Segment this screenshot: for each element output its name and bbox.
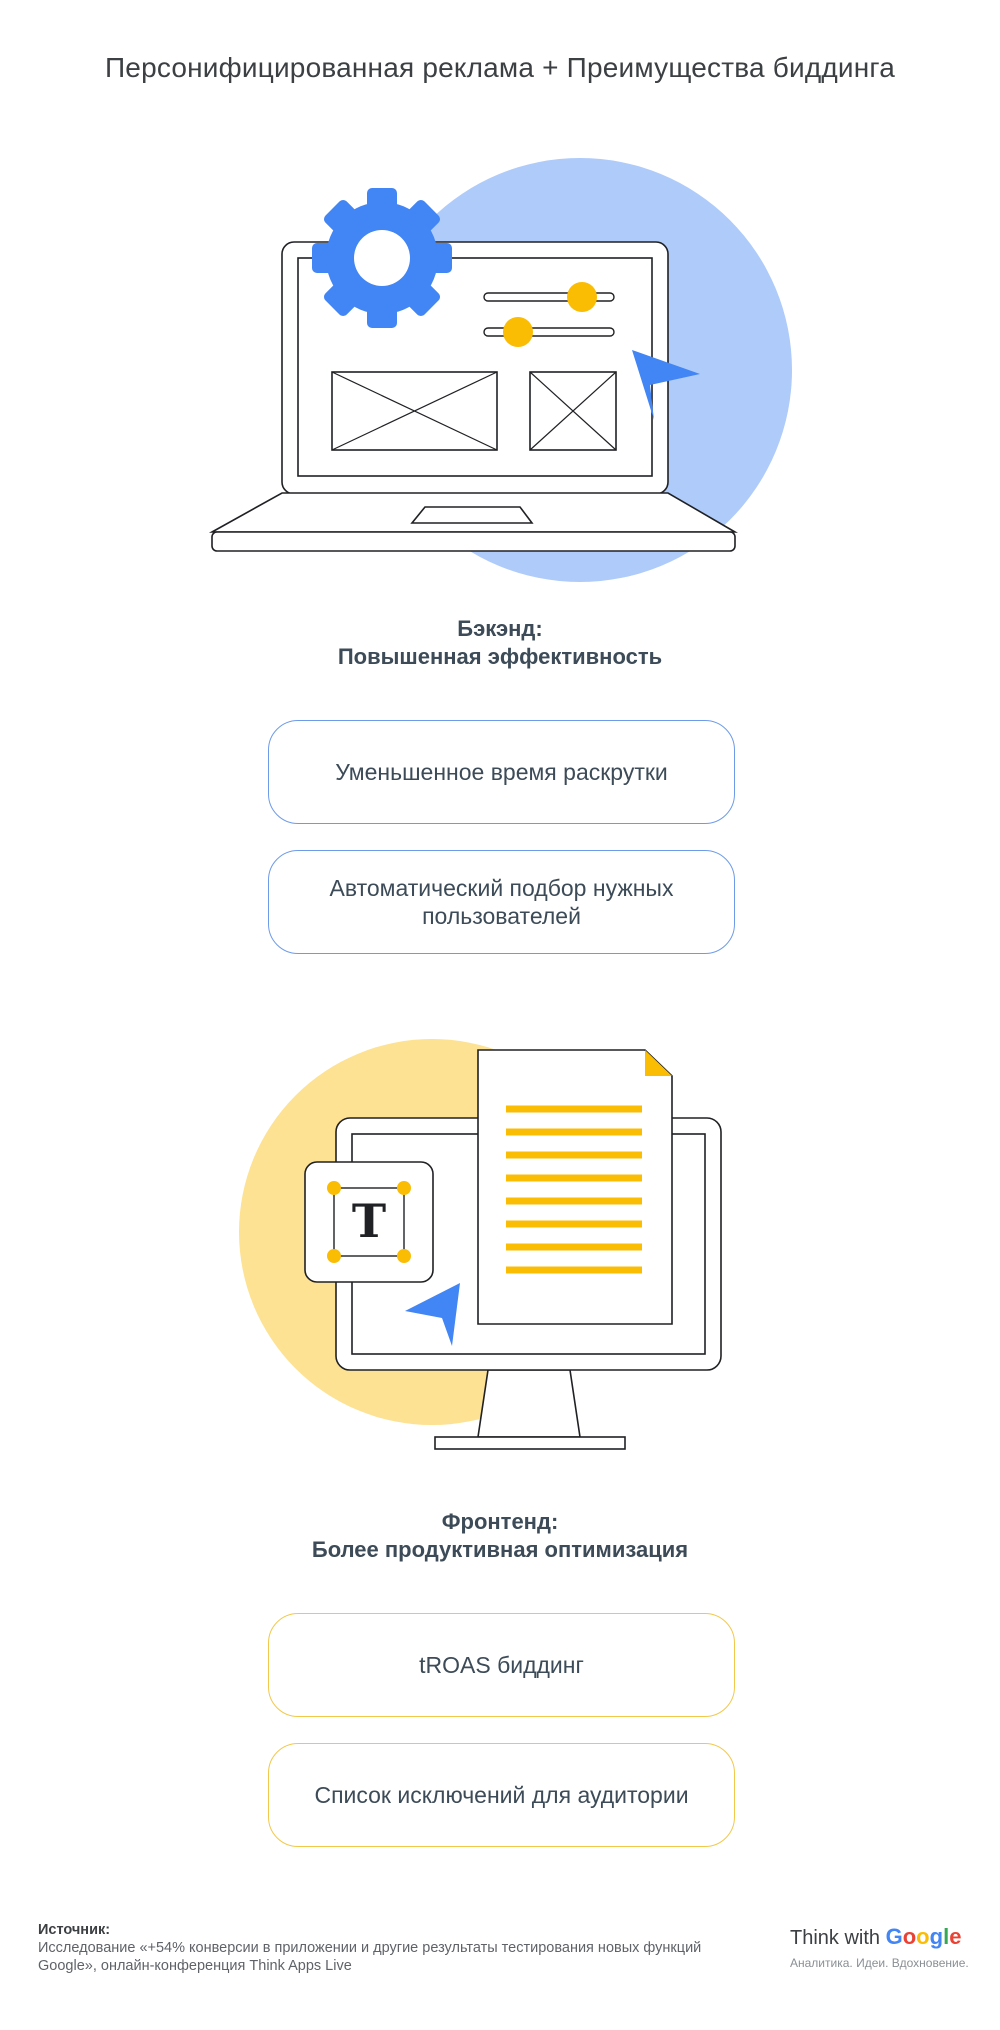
backend-heading: Бэкэнд: Повышенная эффективность — [337, 616, 663, 669]
page-title: Персонифицированная реклама + Преимущест… — [104, 52, 896, 83]
google-letter: e — [949, 1924, 962, 1949]
benefit-card-troas: tROAS биддинг — [268, 1613, 735, 1717]
cursor-icon — [632, 350, 700, 420]
cursor-icon — [405, 1283, 460, 1346]
source-label: Источник: — [38, 1922, 111, 1938]
google-letter: G — [885, 1924, 903, 1949]
document-lines — [506, 1105, 642, 1274]
benefit-card-rampup: Уменьшенное время раскрутки — [268, 720, 735, 824]
slider-icon — [483, 282, 615, 347]
source-note: Источник: Исследование «+54% конверсии в… — [38, 1921, 718, 1975]
text-tool-glyph: T — [352, 1194, 386, 1248]
benefit-card-exclusion-list: Список исключений для аудитории — [268, 1743, 735, 1847]
google-letter: g — [929, 1924, 944, 1949]
google-wordmark: Google — [886, 1924, 962, 1949]
source-text: Исследование «+54% конверсии в приложени… — [38, 1940, 702, 1974]
think-with-google-logo: Think with Google Аналитика. Идеи. Вдохн… — [790, 1924, 970, 1970]
google-letter: l — [943, 1924, 950, 1949]
google-letter: o — [916, 1924, 930, 1949]
text-tool-icon: T — [304, 1161, 434, 1283]
brand-prefix: Think with — [790, 1927, 886, 1949]
laptop-illustration — [208, 158, 792, 582]
google-letter: o — [902, 1924, 917, 1949]
benefit-card-auto-targeting: Автоматический подбор нужных пользовател… — [268, 850, 735, 954]
monitor-illustration: T — [239, 1039, 722, 1450]
gear-icon — [312, 188, 452, 328]
brand-tagline: Аналитика. Идеи. Вдохновение. — [790, 1956, 969, 1970]
frontend-heading: Фронтенд: Более продуктивная оптимизация — [311, 1509, 689, 1562]
